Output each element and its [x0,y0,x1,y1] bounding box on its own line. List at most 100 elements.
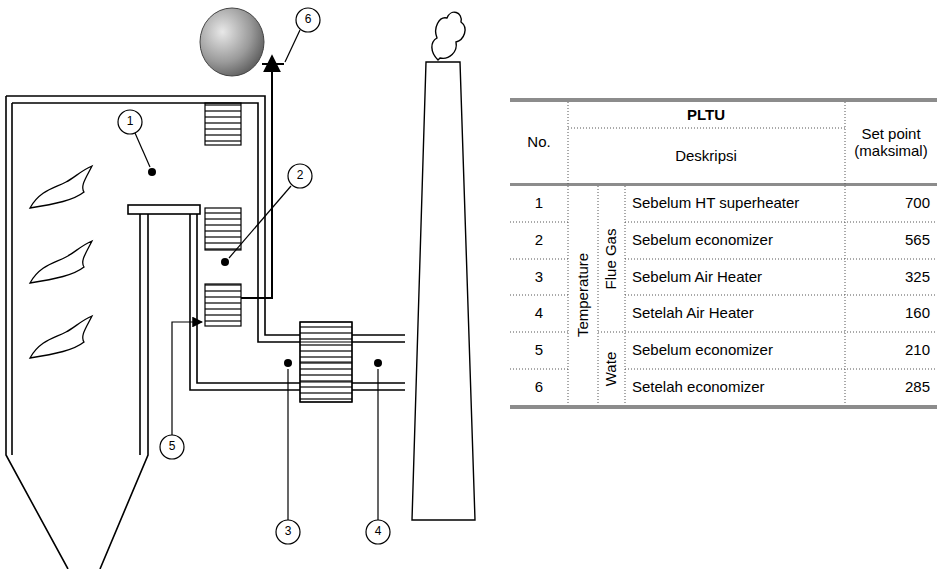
table-dotted-rule-part [598,186,599,405]
table-cell: 2 [535,231,543,248]
steam-drum [200,8,284,76]
table-dotted-rule-part [510,332,568,333]
boiler-walls-part [6,96,68,569]
boiler-walls-part [6,96,405,335]
burner-flame-part [30,316,92,358]
boiler-walls-part [12,103,405,342]
leader-line [135,30,378,520]
boiler-walls-part [128,205,200,214]
chimney-stack [412,12,475,520]
leader-line-part [229,186,291,258]
table-dotted-rule-part [625,259,937,260]
chimney-stack-part [412,62,475,520]
table-dotted-rule-part [625,369,937,370]
table-dotted-rule-part [625,295,937,296]
table-dotted-rule-part [568,128,845,129]
air-heater-part [300,322,352,402]
callout-number: 2 [297,169,304,183]
table-dotted-rule-part [510,369,568,370]
table-dotted-rule-part [845,102,846,405]
boiler-walls [6,96,405,569]
callout-number: 5 [169,440,176,454]
measuring-point-part [148,168,156,176]
table-cell: Sebelum economizer [632,341,773,358]
table-cell: Sebelum Air Heater [632,268,762,285]
air-heater-part [300,341,352,342]
table-group-label: Temperature [574,253,591,337]
air-heater-part [300,361,352,362]
table-dotted-rule-part [625,222,937,223]
leader-line-part [172,322,202,435]
callout-number: 4 [375,525,382,539]
table-header: No. [527,133,550,150]
steam-drum-part [200,8,264,76]
table-group-label: Flue Gas [602,229,619,290]
table-rule-part [510,98,937,102]
table-cell: Sebelum HT superheater [632,195,799,212]
table-dotted-rule-part [510,222,568,223]
table-dotted-rule [510,102,937,405]
table-group-label: Wate [602,352,619,386]
air-heater-part [300,322,352,402]
table-header: PLTU [687,106,725,123]
burner-flame-part [30,241,92,283]
callout-circle [118,8,390,544]
leader-line-part [135,133,150,167]
callout-circle-part [366,520,390,544]
table-cell: 5 [535,341,543,358]
table-dotted-rule-part [510,259,568,260]
measuring-point-part [284,359,292,367]
table-header: Set point (maksimal) [847,125,935,160]
measuring-point-part [221,258,229,266]
economizer-riser-part [241,56,272,298]
tube-bank [205,103,241,326]
tube-bank-part [205,208,241,250]
table-cell: 565 [905,231,930,248]
table-cell: Sebelum economizer [632,231,773,248]
table-rule [510,98,937,409]
table-cell: Setelah Air Heater [632,305,754,322]
economizer-riser [241,56,272,298]
table-cell: 325 [905,268,930,285]
table-dotted-rule-part [568,102,569,405]
table-cell: 700 [905,195,930,212]
table-cell: 4 [535,305,543,322]
burner-flame-part [30,166,92,208]
boiler-walls-part [11,103,13,455]
callout-number: 3 [285,525,292,539]
tube-bank-part [205,103,241,145]
table-dotted-rule-part [598,332,937,333]
burner-flame [30,166,92,358]
boiler-walls-part [139,214,141,455]
tube-bank-part [205,284,241,326]
callout-circle-part [160,435,184,459]
table-rule-part [510,405,937,409]
table-cell: 285 [905,378,930,395]
callout-number: 6 [305,13,312,27]
steam-drum-part [262,63,284,65]
callout-circle-part [276,520,300,544]
leader-line-part [285,30,300,62]
boiler-walls-part [100,214,148,569]
measuring-point-part [374,359,382,367]
table-cell: 6 [535,378,543,395]
callout-circle-part [296,8,320,32]
leader-line-part [377,369,378,520]
table-dotted-rule-part [510,295,568,296]
table-cell: 1 [535,195,543,212]
chimney-stack-part [432,12,465,60]
callout-circle-part [288,164,312,188]
measuring-point [148,168,382,367]
table-rule-part [510,183,937,186]
callout-number: 1 [127,115,134,129]
table-cell: 160 [905,305,930,322]
table-cell: Setelah economizer [632,378,765,395]
air-heater [300,322,352,402]
table-header: Deskripsi [675,147,737,164]
callout-circle-part [118,110,142,134]
leader-line-part [287,369,288,520]
air-heater-part [300,381,352,382]
table-cell: 210 [905,341,930,358]
